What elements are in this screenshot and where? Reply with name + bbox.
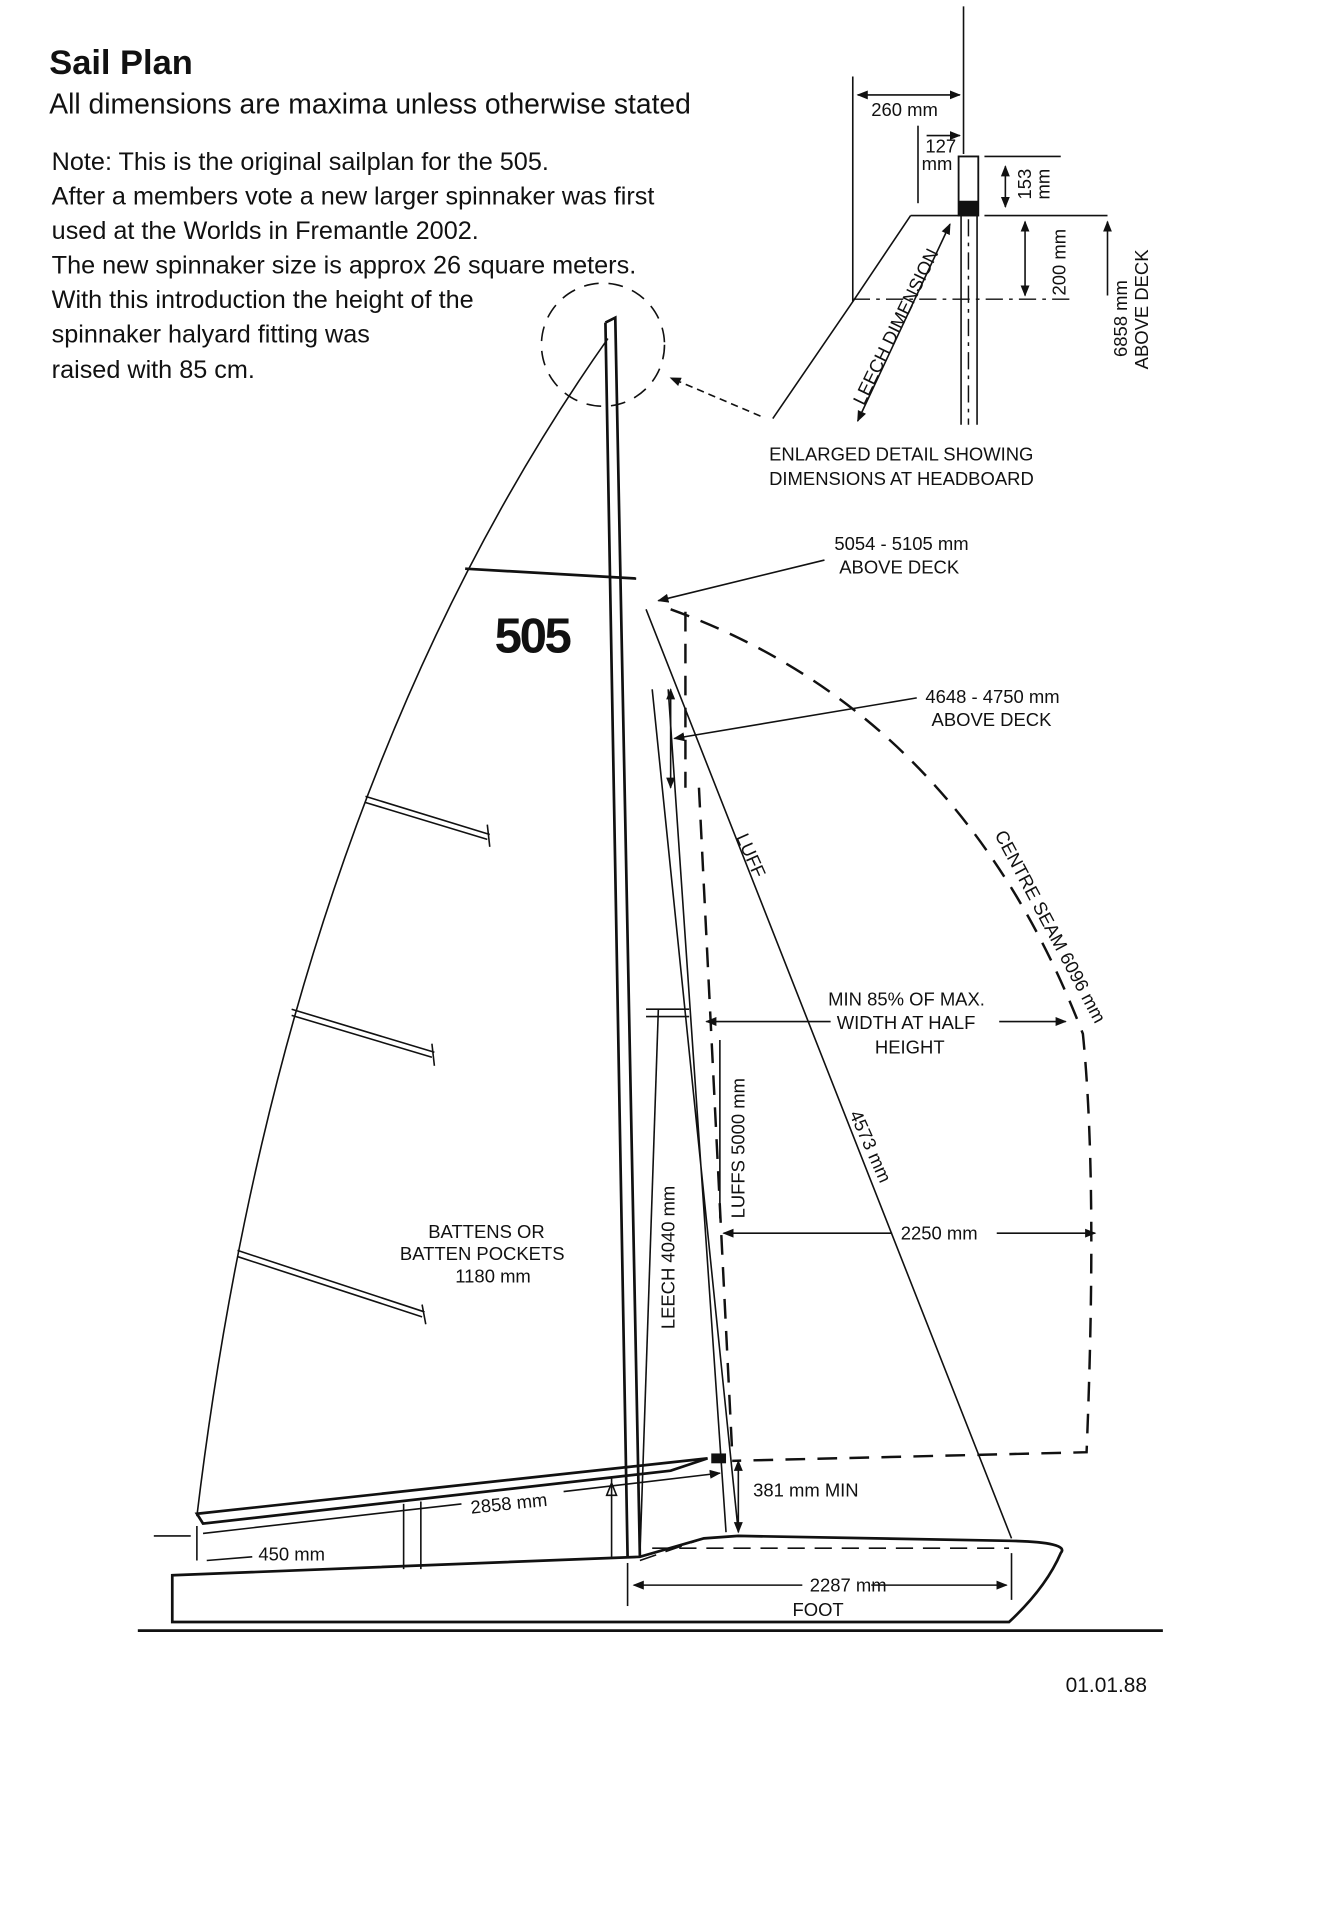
centre-seam-label: CENTRE SEAM 6096 mm	[991, 827, 1111, 1027]
battens-line2: BATTEN POCKETS	[400, 1243, 565, 1264]
note-line: spinnaker halyard fitting was	[52, 320, 370, 348]
min85-line1: MIN 85% OF MAX.	[828, 989, 985, 1010]
note-line: used at the Worlds in Fremantle 2002.	[52, 217, 479, 245]
note-line: With this introduction the height of the	[52, 286, 474, 314]
height-4648-sub: ABOVE DECK	[932, 709, 1053, 730]
class-logo: 505	[495, 608, 571, 663]
width-260-label: 260 mm	[871, 99, 938, 120]
above-deck-6858-b: ABOVE DECK	[1131, 249, 1152, 370]
headboard-detail: 260 mm 127 mm 153 mm 200 mm 6858 mm ABOV…	[669, 6, 1152, 489]
above-deck-6858: 6858 mm	[1110, 280, 1131, 357]
height-4648-label: 4648 - 4750 mm	[925, 686, 1059, 707]
detail-caption-1: ENLARGED DETAIL SHOWING	[769, 443, 1033, 464]
luffs-label: LUFFS 5000 mm	[727, 1078, 748, 1218]
jib	[645, 608, 1013, 1539]
height-153-label: 153	[1014, 169, 1035, 200]
note-line: raised with 85 cm.	[52, 356, 255, 384]
battens	[237, 795, 491, 1325]
note-line: The new spinnaker size is approx 26 squa…	[52, 251, 637, 279]
width-127-label: 127	[925, 136, 956, 157]
hull	[170, 1534, 1064, 1624]
jib-luff-4573-label: 4573 mm	[845, 1107, 895, 1186]
leech-label: LEECH 4040 mm	[657, 1186, 678, 1329]
dist-450-label: 450 mm	[258, 1544, 325, 1565]
battens-line3: 1180 mm	[455, 1265, 531, 1286]
page-title: Sail Plan	[49, 44, 193, 82]
detail-circle	[540, 282, 666, 408]
subtitle: All dimensions are maxima unless otherwi…	[49, 87, 691, 119]
detail-caption-2: DIMENSIONS AT HEADBOARD	[769, 468, 1034, 489]
foot-2287-label: 2287 mm	[810, 1574, 887, 1595]
spinnaker-outline	[670, 608, 1093, 1463]
mast	[604, 315, 642, 1557]
boom	[194, 1457, 708, 1526]
battens-line1: BATTENS OR	[428, 1221, 544, 1242]
note: Note: This is the original sailplan for …	[52, 148, 655, 384]
date-label: 01.01.88	[1066, 1674, 1147, 1697]
min-381-label: 381 mm MIN	[753, 1480, 859, 1501]
height-200-label: 200 mm	[1049, 229, 1070, 296]
height-153-unit: mm	[1033, 169, 1054, 200]
width-127-unit: mm	[922, 153, 953, 174]
min85-line3: HEIGHT	[875, 1037, 945, 1058]
foot-label: FOOT	[792, 1599, 843, 1620]
height-5054-sub: ABOVE DECK	[839, 557, 960, 578]
note-line: Note: This is the original sailplan for …	[52, 148, 549, 176]
mainsail-leech	[196, 338, 609, 1517]
leech-dimension-label: LEECH DIMENSION	[849, 245, 943, 408]
jib-luff-label: LUFF	[732, 830, 770, 881]
height-5054-label: 5054 - 5105 mm	[834, 533, 968, 554]
min85-line2: WIDTH AT HALF	[837, 1012, 976, 1033]
width-2250-label: 2250 mm	[901, 1222, 978, 1243]
note-line: After a members vote a new larger spinna…	[52, 182, 655, 210]
